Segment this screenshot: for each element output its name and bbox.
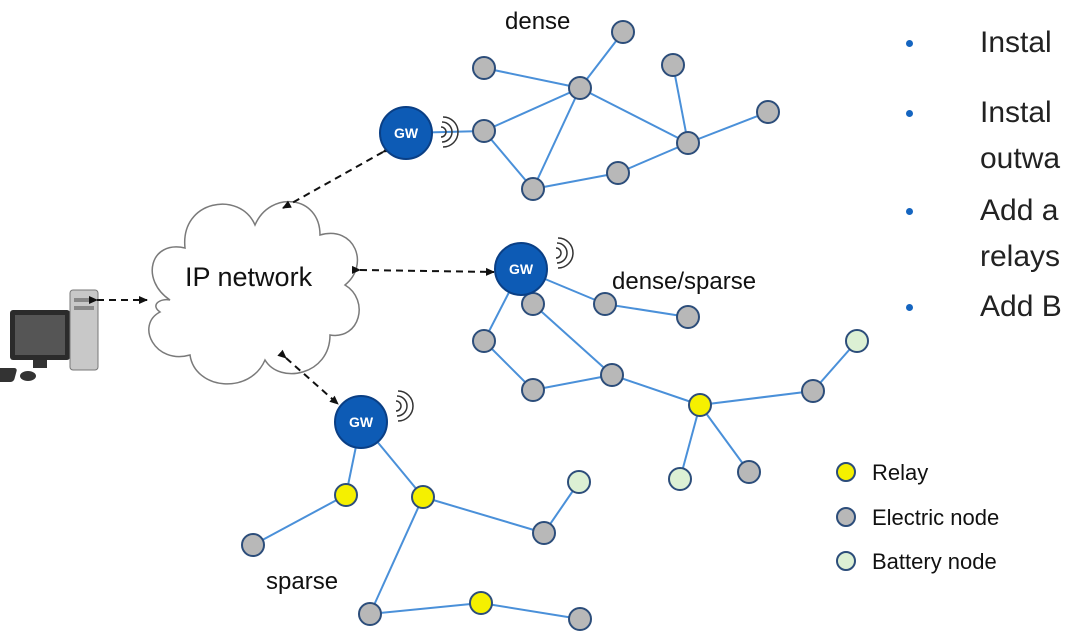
wireless-signal-icon (440, 116, 459, 148)
electric-node (593, 292, 617, 316)
gateway-circle (379, 106, 433, 160)
relay-node (334, 483, 358, 507)
legend-battery-marker (836, 551, 856, 571)
network-link (617, 142, 689, 174)
electric-node (611, 20, 635, 44)
cloud-icon (148, 200, 360, 385)
battery-node (567, 470, 591, 494)
relay-node (469, 591, 493, 615)
network-link (252, 494, 347, 546)
electric-node (472, 329, 496, 353)
legend-electric-marker (836, 507, 856, 527)
links-layer (252, 31, 858, 620)
network-link (369, 496, 424, 615)
network-link (532, 87, 581, 190)
network-link (532, 303, 613, 376)
electric-node (606, 161, 630, 185)
bullet-text-3: outwa (980, 142, 1061, 175)
gateway: GW (494, 237, 574, 296)
electric-node (521, 378, 545, 402)
network-link (604, 303, 689, 318)
bullet-text-5: relays (980, 240, 1061, 273)
network-link (483, 130, 534, 190)
bullet-text-2: Instal (980, 96, 1052, 129)
electric-node (801, 379, 825, 403)
gateway-label: GW (349, 414, 374, 430)
network-link (687, 111, 769, 144)
gateway-label: GW (394, 125, 419, 141)
relay-node (411, 485, 435, 509)
bullet-text-1: Instal (980, 26, 1052, 59)
electric-node (756, 100, 780, 124)
gateway: GW (379, 106, 459, 160)
electric-node (676, 305, 700, 329)
electric-node (472, 119, 496, 143)
bullet-dot (906, 304, 913, 311)
computer-icon (0, 289, 99, 382)
sparse-label: sparse (266, 568, 339, 595)
relay-node (688, 393, 712, 417)
bullet-dot (906, 40, 913, 47)
network-link (611, 374, 701, 406)
legend-battery-label: Battery node (872, 549, 997, 574)
ip-network-label: IP network (185, 262, 313, 292)
dashed-link (282, 144, 392, 209)
gateway: GW (334, 390, 414, 449)
gateways-layer: GW GW GW (334, 106, 574, 449)
dashed-links-layer (89, 144, 495, 405)
dense-sparse-label: dense/sparse (612, 268, 757, 295)
network-link (699, 390, 814, 406)
battery-node (845, 329, 869, 353)
nodes-layer (241, 20, 869, 631)
network-link (483, 87, 581, 132)
bullet-text-6: Add B (980, 290, 1062, 323)
legend-relay-marker (836, 462, 856, 482)
dense-label: dense (505, 8, 571, 35)
battery-node (668, 467, 692, 491)
wireless-signal-icon (395, 390, 414, 422)
gateway-label: GW (509, 261, 534, 277)
network-link (579, 87, 689, 144)
electric-node (676, 131, 700, 155)
electric-node (472, 56, 496, 80)
network-link (369, 602, 482, 615)
legend-relay-label: Relay (872, 460, 929, 485)
gateway-circle (494, 242, 548, 296)
bullet-dot (906, 208, 913, 215)
network-link (422, 496, 545, 534)
wireless-signal-icon (555, 237, 574, 269)
electric-node (600, 363, 624, 387)
network-link (532, 172, 619, 190)
electric-node (737, 460, 761, 484)
network-link (480, 602, 581, 620)
dashed-link (351, 265, 495, 276)
electric-node (358, 602, 382, 626)
electric-node (532, 521, 556, 545)
network-link (483, 67, 581, 89)
network-link (672, 64, 689, 144)
network-link (679, 404, 701, 480)
electric-node (568, 76, 592, 100)
legend-electric-label: Electric node (872, 505, 1000, 530)
electric-node (568, 607, 592, 631)
bullet-text-4: Add a (980, 194, 1059, 227)
electric-node (521, 292, 545, 316)
electric-node (661, 53, 685, 77)
network-link (699, 404, 750, 473)
electric-node (241, 533, 265, 557)
network-link (532, 374, 613, 391)
bullet-dot (906, 110, 913, 117)
gateway-circle (334, 395, 388, 449)
electric-node (521, 177, 545, 201)
